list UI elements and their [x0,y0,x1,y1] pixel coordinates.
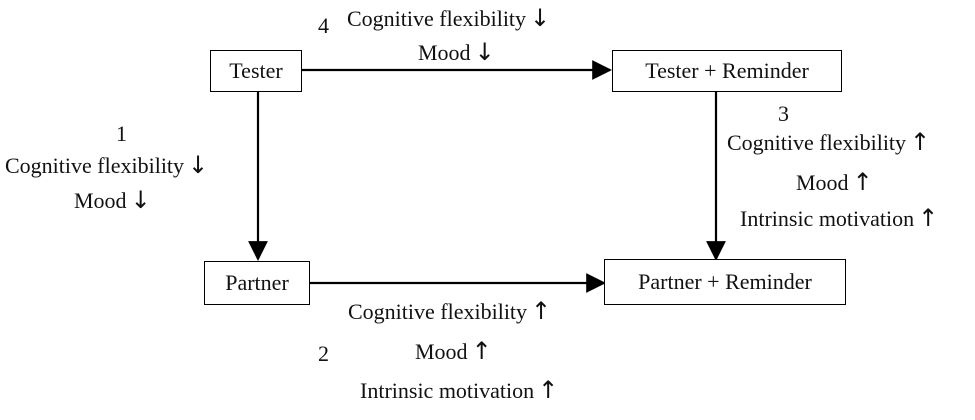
path-1-number: 1 [116,121,127,146]
path-2-item-label: Cognitive flexibility [348,299,528,324]
path-4-item-label: Cognitive flexibility [347,6,527,31]
arrow-up-icon: ↑ [852,168,873,196]
path-2-item: Intrinsic motivation↑ [360,378,558,402]
path-1-item: Mood↓ [74,188,151,212]
path-4-item: Cognitive flexibility↓ [347,6,550,30]
arrow-up-icon: ↑ [538,376,559,404]
node-partner: Partner [204,261,310,305]
path-3-item-label: Mood [796,170,849,195]
path-2-item: Cognitive flexibility↑ [348,299,551,323]
path-2-item-label: Intrinsic motivation [360,378,535,403]
arrow-down-icon: ↓ [130,186,151,214]
arrow-down-icon: ↓ [188,151,209,179]
path-4-item-label: Mood [418,40,471,65]
path-2-item: Mood↑ [415,339,492,363]
path-3-item: Cognitive flexibility↑ [727,130,930,154]
path-1-item-label: Mood [74,188,127,213]
path-4-number: 4 [318,13,329,38]
arrow-up-icon: ↑ [531,297,552,325]
arrow-down-icon: ↓ [474,38,495,66]
arrow-up-icon: ↑ [918,204,939,232]
path-4-item: Mood↓ [418,40,495,64]
arrow-down-icon: ↓ [530,4,551,32]
path-2-item-label: Mood [415,339,468,364]
node-tester-reminder: Tester + Reminder [612,50,842,92]
node-tester: Tester [210,50,302,92]
arrow-up-icon: ↑ [471,337,492,365]
path-3-item: Mood↑ [796,170,873,194]
path-2-number: 2 [318,341,329,366]
path-3-item-label: Intrinsic motivation [740,206,915,231]
path-3-number: 3 [778,101,789,126]
path-3-item-label: Cognitive flexibility [727,130,907,155]
path-1-item: Cognitive flexibility↓ [5,153,208,177]
node-partner-reminder: Partner + Reminder [604,259,846,305]
path-1-item-label: Cognitive flexibility [5,153,185,178]
arrow-up-icon: ↑ [910,128,931,156]
path-3-item: Intrinsic motivation↑ [740,206,938,230]
